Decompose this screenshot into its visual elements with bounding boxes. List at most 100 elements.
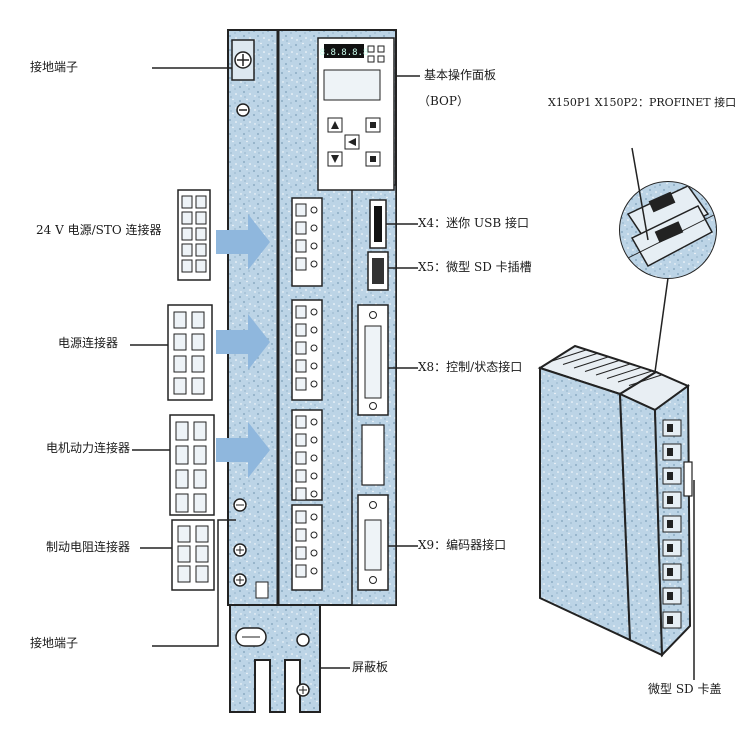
connector-24v-sto [177, 189, 211, 281]
iso-terminal-slot [667, 520, 673, 528]
cooling-rib [617, 370, 653, 383]
terminal-screw-icon [310, 308, 318, 316]
label-x5-sd: X5：微型 SD 卡插槽 [418, 260, 532, 274]
connector-pin [193, 493, 207, 513]
connector-pin [181, 227, 193, 241]
connector-pin [181, 259, 193, 273]
label-power-connector: 电源连接器 [58, 336, 119, 350]
label-ground-terminal-top: 接地端子 [30, 60, 79, 74]
connector-pin [181, 211, 193, 225]
connector-pin [173, 311, 187, 329]
ground-screw-bottom-icon [233, 498, 269, 599]
x9-encoder-port [357, 494, 389, 591]
label-x4-usb: X4：迷你 USB 接口 [418, 216, 529, 230]
iso-terminal-slot [667, 496, 673, 504]
cooling-rib [573, 356, 609, 369]
connector-power [167, 304, 213, 401]
connector-pin [195, 195, 207, 209]
iso-terminal-slot [667, 592, 673, 600]
cooling-rib [595, 363, 631, 376]
connector-pin [173, 355, 187, 373]
label-ground-terminal-bottom: 接地端子 [30, 636, 79, 650]
iso-terminal-slot [667, 472, 673, 480]
terminal-slot [295, 546, 307, 560]
insertion-arrows [216, 214, 270, 478]
terminal-slot [295, 510, 307, 524]
iso-terminal-slot [667, 568, 673, 576]
connector-pin [177, 525, 191, 543]
terminal-screw-icon [310, 418, 318, 426]
connector-pin [175, 421, 189, 441]
cooling-rib [562, 353, 598, 365]
connector-pin [195, 211, 207, 225]
terminal-slot [295, 487, 307, 501]
terminal-screw-icon [310, 531, 318, 539]
x8-control-port [357, 304, 389, 416]
terminal-screw-icon [310, 454, 318, 462]
terminal-slot [295, 257, 307, 271]
arrow-motor [216, 422, 270, 478]
x5-sd-slot [367, 251, 389, 291]
connector-pin [181, 243, 193, 257]
leader-lines-right [320, 75, 420, 669]
connector-pin [191, 311, 205, 329]
terminal-screw-icon [310, 326, 318, 334]
connector-pin [195, 545, 209, 563]
terminal-screw-icon [310, 206, 318, 214]
terminal-slot [295, 359, 307, 373]
connector-pin [191, 377, 205, 395]
terminal-screw-icon [310, 436, 318, 444]
iso-terminal-slot [667, 544, 673, 552]
connector-pin [195, 227, 207, 241]
terminal-slot [295, 469, 307, 483]
connector-pin [177, 565, 191, 583]
connector-pin [181, 195, 193, 209]
label-sd-card-cover: 微型 SD 卡盖 [648, 682, 722, 696]
terminal-slot [295, 221, 307, 235]
shield-ground-icon [296, 633, 310, 647]
label-x8-control: X8：控制/状态接口 [418, 360, 523, 374]
connector-pin [193, 445, 207, 465]
connector-pin [195, 565, 209, 583]
terminal-slot [295, 239, 307, 253]
terminal-screw-icon [310, 567, 318, 575]
terminal-slot [295, 415, 307, 429]
connector-pin [177, 545, 191, 563]
sd-card-cover-part [683, 461, 693, 497]
bop-display: 8.8.8.8.8 [320, 48, 369, 58]
terminal-slot [295, 323, 307, 337]
terminal-slot [295, 341, 307, 355]
connector-pin [191, 355, 205, 373]
cooling-rib [584, 360, 620, 372]
connector-pin [193, 469, 207, 489]
label-24v-sto: 24 V 电源/STO 连接器 [36, 223, 162, 237]
terminal-screw-icon [310, 344, 318, 352]
cooling-rib [628, 374, 664, 386]
label-motor-power: 电机动力连接器 [46, 441, 131, 455]
label-bop-sub: （BOP） [418, 94, 469, 108]
terminal-screw-icon [310, 472, 318, 480]
terminal-screw-icon [310, 549, 318, 557]
terminal-slot [295, 305, 307, 319]
label-shield-plate: 屏蔽板 [352, 660, 389, 674]
connector-pin [195, 525, 209, 543]
profinet-zoom-inset [619, 147, 717, 373]
label-brake-resistor: 制动电阻连接器 [46, 540, 131, 554]
connector-motor-power [169, 414, 215, 516]
label-x150-profinet: X150P1 X150P2：PROFINET 接口 [548, 96, 737, 109]
connector-pin [173, 333, 187, 351]
cooling-rib [606, 367, 642, 379]
terminal-slot [295, 377, 307, 391]
shield-plate [229, 604, 321, 713]
x8-blank-window [361, 424, 385, 486]
label-x9-encoder: X9：编码器接口 [418, 538, 507, 552]
bop-panel: 8.8.8.8.8 [317, 37, 395, 191]
iso-terminal-slot [667, 424, 673, 432]
arrow-power [216, 314, 270, 370]
terminal-slot [295, 203, 307, 217]
terminal-screw-icon [310, 362, 318, 370]
terminal-slot [295, 433, 307, 447]
terminal-screw-icon [310, 224, 318, 232]
terminal-slot [295, 451, 307, 465]
